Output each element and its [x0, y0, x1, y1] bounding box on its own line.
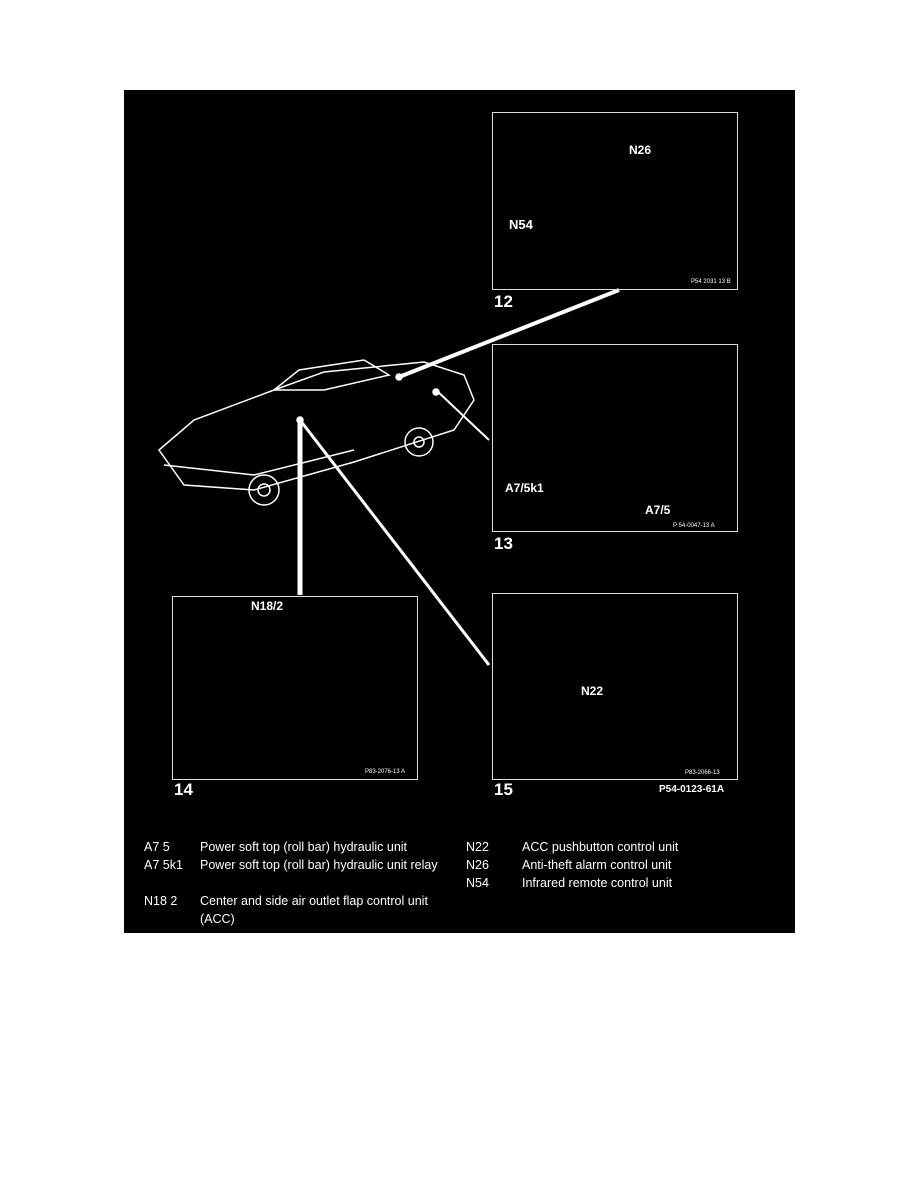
label-a7-5k1: A7/5k1	[505, 481, 544, 495]
car-illustration	[157, 288, 620, 666]
legend-text: Power soft top (roll bar) hydraulic unit…	[200, 858, 438, 872]
figure-code: P83-2076-13 A	[365, 769, 406, 775]
figure-code: P83-2066-13	[685, 770, 720, 776]
legend-code: A7 5k1	[144, 858, 183, 872]
label-n22: N22	[581, 684, 604, 698]
figure-12: N26 N54 P54 2031 13 B	[492, 112, 738, 290]
component-location-diagram: N26 N54 P54 2031 13 B 12 A7/5k1 A7/5 P 5…	[124, 90, 795, 933]
figure-reference-code: P54-0123-61A	[659, 784, 725, 795]
figure-number: 12	[494, 292, 513, 311]
figure-code: P 54-0047-13 A	[673, 523, 715, 529]
figure-13: A7/5k1 A7/5 P 54-0047-13 A	[492, 344, 738, 532]
label-a7-5: A7/5	[645, 503, 671, 517]
legend-code: N22	[466, 840, 489, 854]
legend-text: Center and side air outlet flap control …	[200, 894, 428, 926]
label-n54: N54	[509, 217, 533, 232]
legend-text: Infrared remote control unit	[522, 876, 673, 890]
legend-right: N22 ACC pushbutton control unit N26 Anti…	[466, 838, 766, 898]
figure-number: 15	[494, 780, 513, 799]
label-n18-2: N18/2	[251, 599, 284, 613]
figure-number: 13	[494, 534, 513, 553]
legend-code: A7 5	[144, 840, 170, 854]
figure-15: N22 P83-2066-13	[492, 593, 738, 780]
legend-text: ACC pushbutton control unit	[522, 840, 679, 854]
legend-code: N54	[466, 876, 489, 890]
figure-14: N18/2 P83-2076-13 A	[172, 596, 418, 780]
figure-number: 14	[174, 780, 193, 799]
legend-text: Anti-theft alarm control unit	[522, 858, 672, 872]
label-n26: N26	[629, 143, 652, 157]
legend-left: A7 5 Power soft top (roll bar) hydraulic…	[144, 838, 444, 928]
figure-code: P54 2031 13 B	[691, 279, 731, 285]
legend-text: Power soft top (roll bar) hydraulic unit	[200, 840, 408, 854]
legend-code: N26	[466, 858, 489, 872]
legend-code: N18 2	[144, 894, 178, 908]
